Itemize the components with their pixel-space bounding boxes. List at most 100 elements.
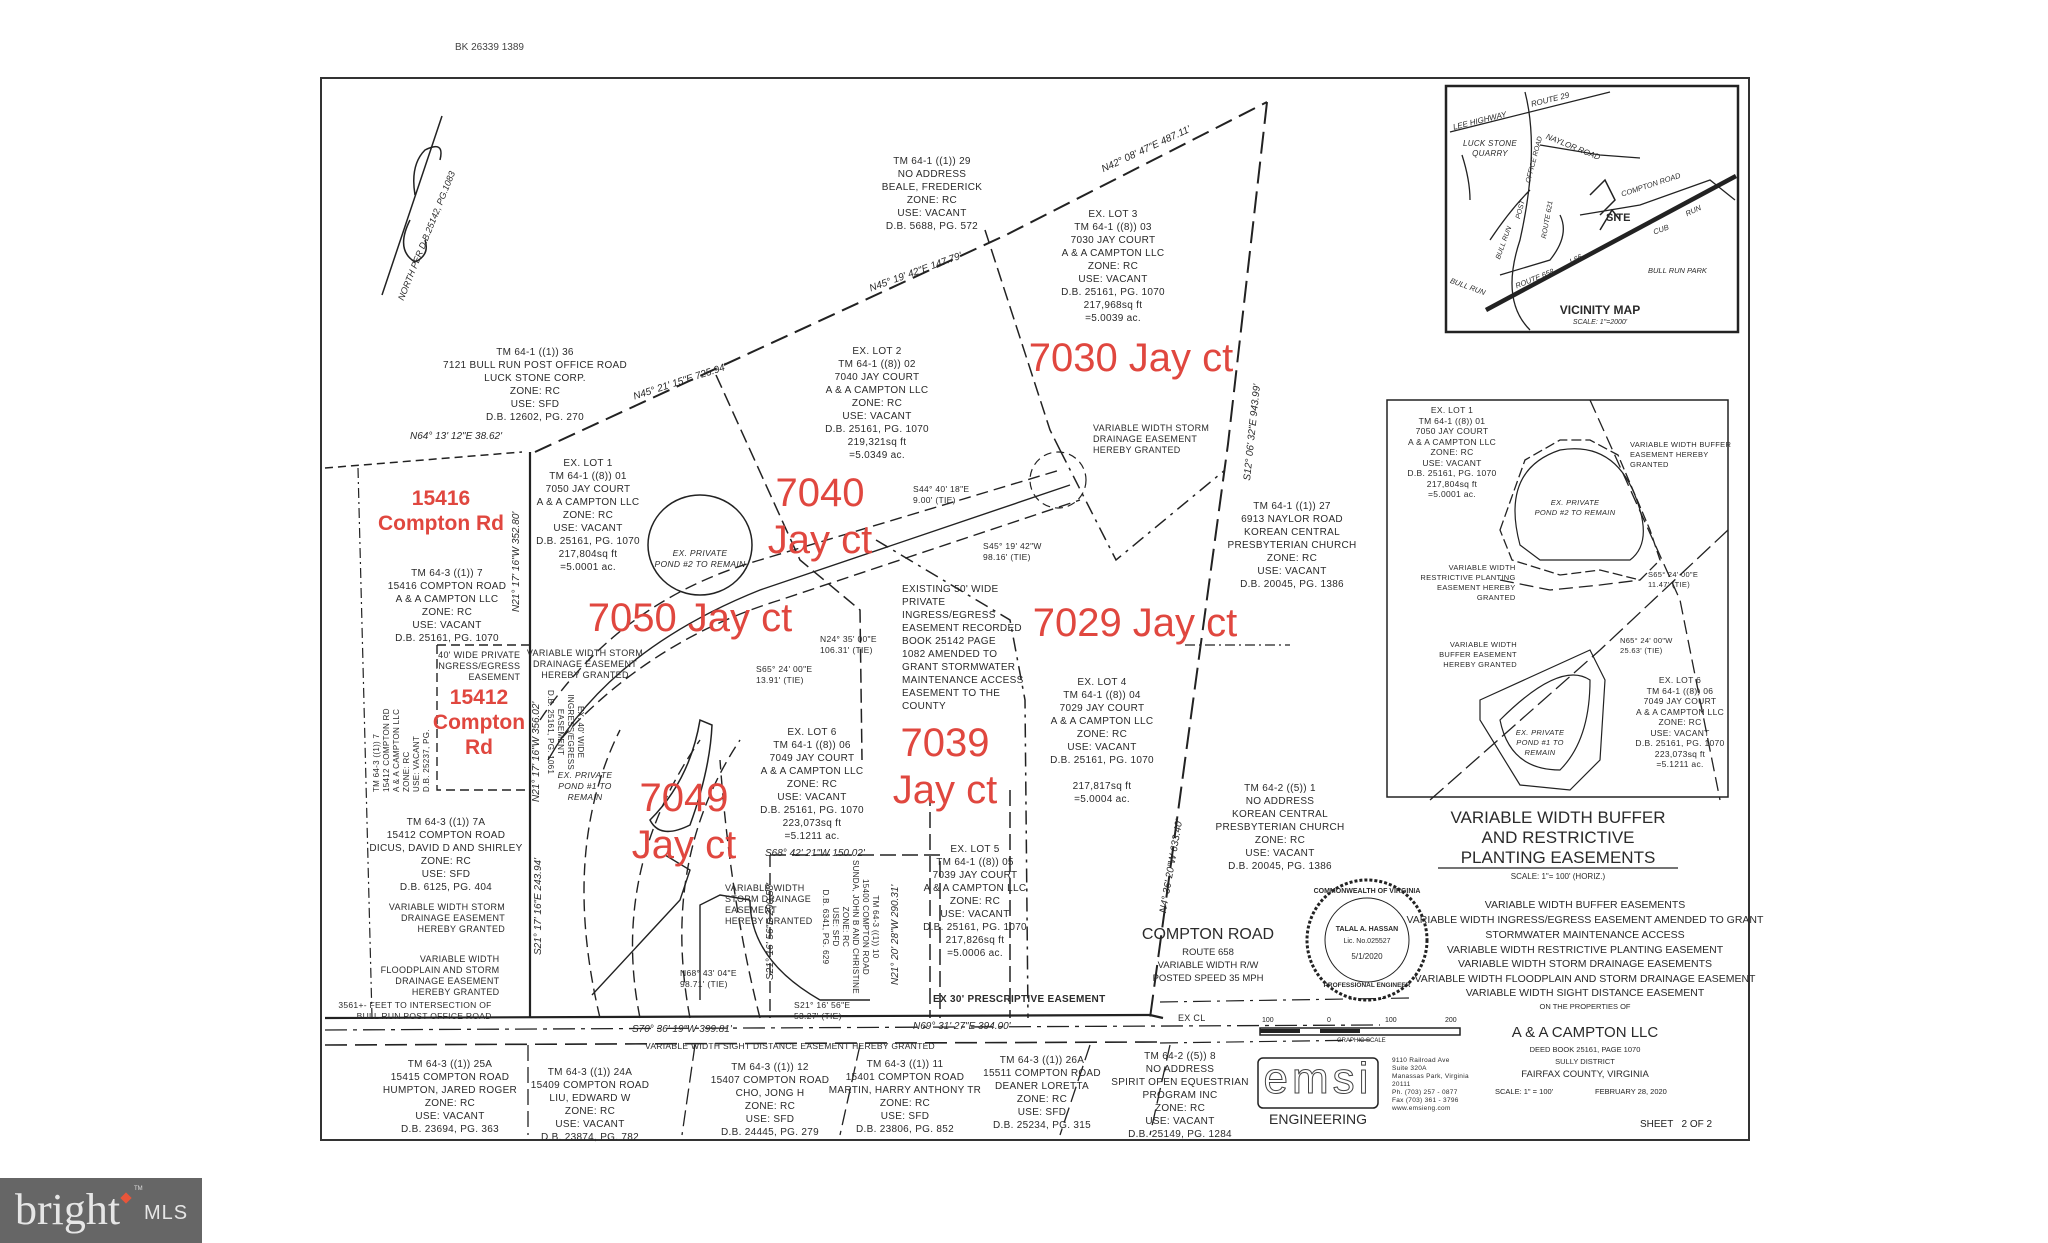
- note-prescriptive: EX 30' PRESCRIPTIVE EASEMENT: [933, 994, 1106, 1005]
- firm-logo: [1257, 1057, 1379, 1109]
- road-name: COMPTON ROAD: [1141, 926, 1275, 943]
- inset-buffer-mid: VARIABLE WIDTH BUFFER EASEMENT HEREBY GR…: [1439, 640, 1517, 669]
- address-7039: 7039 Jay ct: [892, 721, 998, 813]
- note-pond-2: EX. PRIVATE POND #2 TO REMAIN: [654, 548, 746, 569]
- parcel-tm11: TM 64-3 ((1)) 11 15401 COMPTON ROAD MART…: [828, 1059, 982, 1135]
- parcel-tm36: TM 64-1 ((1)) 36 7121 BULL RUN POST OFFI…: [442, 347, 628, 423]
- sheet-number: SHEET 2 OF 2: [1640, 1119, 1713, 1130]
- vicinity-roads: [1449, 91, 1736, 331]
- boundary-north-west: [324, 451, 523, 469]
- note-tie-1: S44° 40' 18"E 9.00' (TIE): [913, 484, 970, 505]
- watermark-brand: bright: [15, 1185, 121, 1234]
- note-storm-mid: VARIABLE WIDTH STORM DRAINAGE EASEMENT H…: [725, 883, 813, 926]
- parcel-lot2: EX. LOT 2 TM 64-1 ((8)) 02 7040 JAY COUR…: [825, 346, 929, 461]
- pond-2: [647, 494, 753, 596]
- inset-pond1: EX. PRIVATE POND #1 TO REMAIN: [1515, 728, 1565, 757]
- title-line: VARIABLE WIDTH STORM DRAINAGE EASEMENTS: [1458, 958, 1712, 970]
- lot-line: [715, 374, 863, 761]
- note-storm-left: VARIABLE WIDTH STORM DRAINAGE EASEMENT H…: [526, 648, 644, 680]
- scale-tick: 100: [1385, 1017, 1397, 1024]
- parcel-tm5-8: TM 64-2 ((5)) 8 NO ADDRESS SPIRIT OPEN E…: [1111, 1051, 1249, 1140]
- road-route: ROUTE 658: [1182, 947, 1234, 958]
- bright-mls-watermark: bright TM MLS: [0, 1178, 202, 1243]
- vicinity-map-title: VICINITY MAP: [1559, 303, 1641, 317]
- easement-line: [591, 854, 870, 1001]
- lot-line: [875, 539, 1029, 1019]
- vicinity-label: LUCK STONE QUARRY: [1463, 139, 1517, 158]
- parcel-line: [527, 1044, 1171, 1136]
- title-on-properties: ON THE PROPERTIES OF: [1539, 1002, 1631, 1011]
- parcel-tm29: TM 64-1 ((1)) 29 NO ADDRESS BEALE, FREDE…: [881, 156, 983, 232]
- bearing-b9: S21° 17' 16"E 243.94': [533, 858, 544, 955]
- parcel-tm7a: TM 64-3 ((1)) 7A 15412 COMPTON ROAD DICU…: [369, 817, 523, 893]
- parcel-lot4: EX. LOT 4 TM 64-1 ((8)) 04 7029 JAY COUR…: [1050, 677, 1154, 805]
- easement-centerline: [547, 484, 1071, 761]
- lot-line: [1059, 449, 1226, 562]
- road-speed: POSTED SPEED 35 MPH: [1152, 973, 1264, 984]
- title-line: VARIABLE WIDTH BUFFER EASEMENTS: [1484, 899, 1686, 911]
- parcel-tm12: TM 64-3 ((1)) 12 15407 COMPTON ROAD CHO,…: [710, 1062, 830, 1138]
- title-line: STORMWATER MAINTENANCE ACCESS: [1485, 929, 1685, 941]
- address-7049: 7049 Jay ct: [631, 776, 737, 868]
- detail-inset-frame: [1386, 399, 1729, 798]
- seal-ring-text: COMMONWEALTH OF VIRGINIA: [1313, 888, 1421, 895]
- inset-pond-2: [1514, 448, 1644, 561]
- bearing-b7: N21° 17' 16"W 352.80': [511, 511, 522, 612]
- road-south-edge: [324, 1041, 1161, 1046]
- address-7030: 7030 Jay ct: [1028, 336, 1234, 380]
- note-existing-easement: EXISTING 50' WIDE PRIVATE INGRESS/EGRESS…: [902, 584, 1024, 712]
- title-scale: SCALE: 1" = 100': [1495, 1087, 1554, 1096]
- title-date: FEBRUARY 28, 2020: [1595, 1087, 1667, 1096]
- vicinity-site-outline: [1589, 178, 1621, 231]
- seal-inner: [1324, 897, 1410, 983]
- parcel-tm25a: TM 64-3 ((1)) 25A 15415 COMPTON ROAD HUM…: [382, 1059, 518, 1135]
- note-tie-5: N68° 43' 04"E 98.71' (TIE): [680, 968, 737, 989]
- inset-pond-1: [1499, 674, 1591, 771]
- seal-ring-bottom: PROFESSIONAL ENGINEER: [1323, 982, 1411, 989]
- lot-line: [929, 790, 1011, 1018]
- deed-reference: DEED BOOK 25161, PAGE 1070: [1529, 1045, 1641, 1054]
- parcel-lot6: EX. LOT 6 TM 64-1 ((8)) 06 7049 JAY COUR…: [760, 727, 864, 842]
- seal-outer: [1305, 878, 1429, 1002]
- note-feet-to-intersection: 3561+- FEET TO INTERSECTION OF BULL RUN …: [338, 1000, 492, 1021]
- scale-tick: 200: [1445, 1017, 1457, 1024]
- note-storm-lower-left: VARIABLE WIDTH STORM DRAINAGE EASEMENT H…: [388, 902, 506, 934]
- inset-tie-a: S65° 24' 00"E 11.47' (TIE): [1648, 570, 1699, 589]
- title-line: VARIABLE WIDTH SIGHT DISTANCE EASEMENT: [1465, 987, 1705, 999]
- inset-line: [1499, 439, 1661, 581]
- parcel-line: [436, 644, 530, 791]
- title-line: VARIABLE WIDTH RESTRICTIVE PLANTING EASE…: [1446, 944, 1724, 956]
- parcel-lot1: EX. LOT 1 TM 64-1 ((8)) 01 7050 JAY COUR…: [536, 458, 640, 573]
- road-width: VARIABLE WIDTH R/W: [1157, 960, 1259, 971]
- vicinity-map-frame: [1444, 84, 1740, 334]
- graphic-scale-label: GRAPHIC SCALE: [1337, 1038, 1386, 1044]
- inset-line: [1429, 529, 1729, 801]
- parcel-lot3: EX. LOT 3 TM 64-1 ((8)) 03 7030 JAY COUR…: [1061, 209, 1165, 324]
- watermark-suffix: MLS: [144, 1202, 189, 1224]
- inset-buffer-top: VARIABLE WIDTH BUFFER EASEMENT HEREBY GR…: [1630, 440, 1732, 469]
- inset-restrictive: VARIABLE WIDTH RESTRICTIVE PLANTING EASE…: [1420, 563, 1516, 602]
- parcel-tm7: TM 64-3 ((1)) 7 15416 COMPTON ROAD A & A…: [387, 568, 507, 644]
- note-storm-top: VARIABLE WIDTH STORM DRAINAGE EASEMENT H…: [1093, 423, 1210, 455]
- bearing-b13: S21° 16' 56"E 290.58': [765, 883, 776, 980]
- inset-tie-b: N65° 24' 00"W 25.63' (TIE): [1620, 636, 1673, 655]
- inset-scale: SCALE: 1"= 100' (HORIZ.): [1510, 872, 1606, 881]
- bearing-b10: S70° 36' 19"W 399.81': [632, 1024, 732, 1035]
- bearing-b14: N21° 20' 28"W 290.31': [890, 884, 901, 985]
- parcel-tm10: TM 64-3 ((1)) 10 15400 COMPTON ROAD SUND…: [821, 860, 880, 994]
- boundary-east: [1149, 101, 1268, 1019]
- county: FAIRFAX COUNTY, VIRGINIA: [1521, 1069, 1649, 1080]
- north-arrow-icon: [381, 115, 443, 296]
- parcel-lot5: EX. LOT 5 TM 64-1 ((8)) 05 7039 JAY COUR…: [923, 844, 1027, 959]
- note-ex-cl: EX CL: [1178, 1013, 1206, 1023]
- watermark-tm: TM: [134, 1186, 143, 1192]
- inset-line: [1499, 399, 1721, 801]
- vicinity-map-scale: SCALE: 1"=2000': [1572, 319, 1628, 326]
- note-floodplain: VARIABLE WIDTH FLOODPLAIN AND STORM DRAI…: [380, 954, 500, 997]
- bearing-b11: N69° 31' 27"E 394.00': [913, 1021, 1011, 1032]
- note-tie-3: N24° 35' 00"E 106.31' (TIE): [820, 634, 877, 655]
- inset-lot6: EX. LOT 6 TM 64-1 ((8)) 06 7049 JAY COUR…: [1635, 675, 1725, 769]
- note-pond-1: EX. PRIVATE POND #1 TO REMAIN: [557, 770, 613, 802]
- title-line: VARIABLE WIDTH INGRESS/EGRESS EASEMENT A…: [1406, 914, 1764, 926]
